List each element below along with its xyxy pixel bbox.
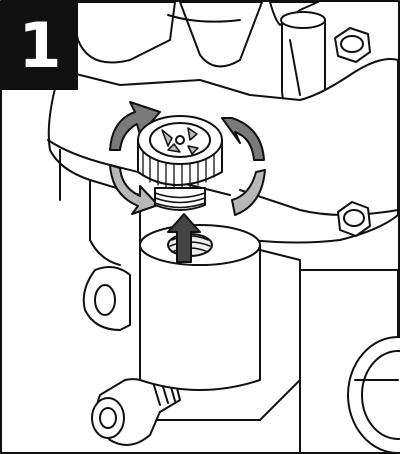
right-side-port (299, 269, 400, 454)
oil-fill-cap (137, 115, 223, 211)
threaded-port-boss (139, 224, 261, 391)
step-number-badge: 1 (2, 2, 78, 90)
left-hex-plug (82, 265, 131, 331)
top-hex-bolt (334, 27, 371, 63)
rotate-counterclockwise-arrow-icon (109, 101, 266, 216)
right-hex-bolt (337, 201, 371, 237)
upward-arrow-icon (167, 213, 201, 263)
